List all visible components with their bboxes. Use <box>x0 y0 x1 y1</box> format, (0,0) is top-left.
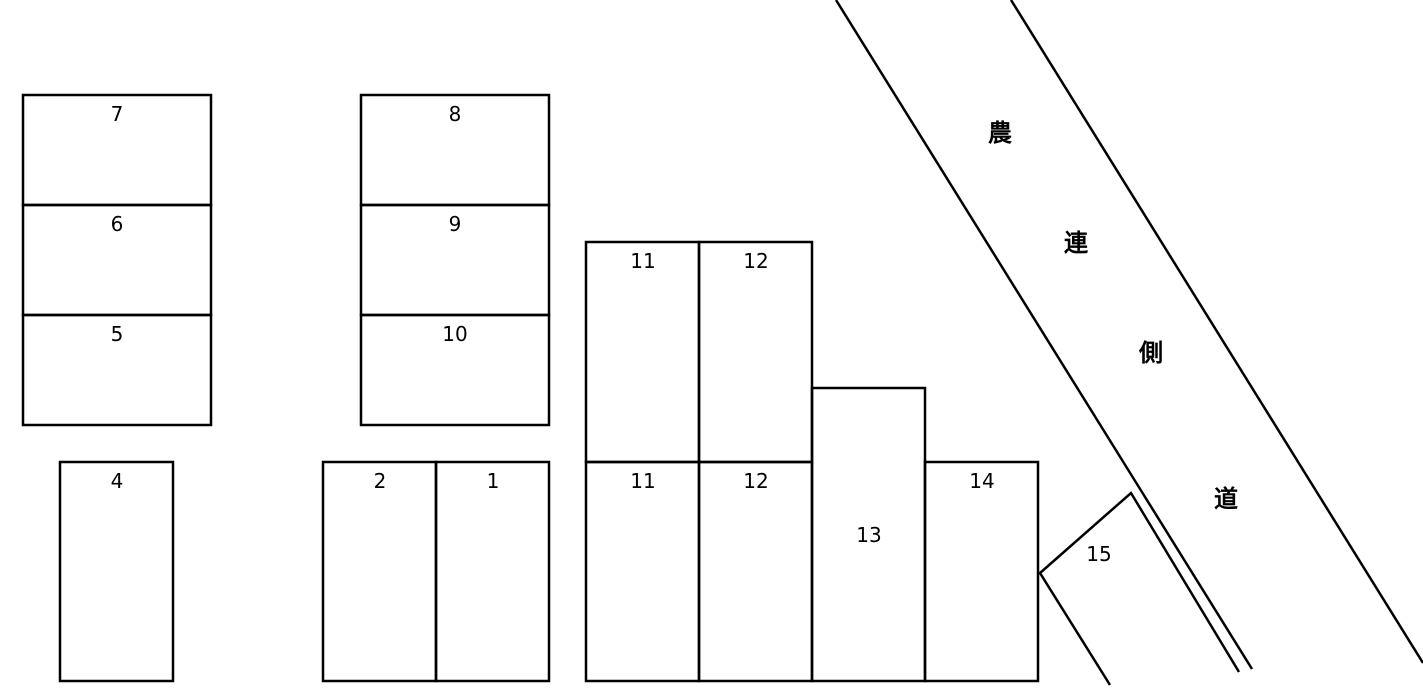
lot-11-upper-label: 11 <box>630 249 655 273</box>
lot-6-label: 6 <box>111 212 124 236</box>
lot-2[interactable] <box>321 460 438 683</box>
lot-15[interactable] <box>1038 491 1241 686</box>
lot-14-label: 14 <box>969 469 994 493</box>
lot-1[interactable] <box>434 460 551 683</box>
lot-13-label: 13 <box>856 523 881 547</box>
road-label-char-3: 側 <box>1138 339 1163 367</box>
lot-11-lower-label: 11 <box>630 469 655 493</box>
lot-10[interactable] <box>359 313 551 427</box>
lot-12-lower-label: 12 <box>743 469 768 493</box>
lot-5[interactable] <box>21 313 213 427</box>
lot-11-lower[interactable] <box>584 460 701 683</box>
road-label-char-2: 連 <box>1064 229 1089 257</box>
lot-2-label: 2 <box>374 469 387 493</box>
lot-9-label: 9 <box>449 212 462 236</box>
lot-12-upper[interactable] <box>697 240 814 464</box>
lot-5-label: 5 <box>111 322 124 346</box>
lot-11-upper[interactable] <box>584 240 701 464</box>
lot-12-upper-label: 12 <box>743 249 768 273</box>
lot-4-label: 4 <box>111 469 124 493</box>
lot-14[interactable] <box>923 460 1040 683</box>
road-edge-left <box>834 0 1254 670</box>
road-label-char-4: 道 <box>1214 485 1238 513</box>
road-label-char-1: 農 <box>988 119 1012 147</box>
lot-10-label: 10 <box>442 322 467 346</box>
lot-15-label: 15 <box>1086 542 1111 566</box>
lot-1-label: 1 <box>487 469 500 493</box>
lot-8-label: 8 <box>449 102 462 126</box>
lot-12-lower[interactable] <box>697 460 814 683</box>
lot-7-label: 7 <box>111 102 124 126</box>
lot-4[interactable] <box>58 460 175 683</box>
road-edge-right <box>1009 0 1423 664</box>
